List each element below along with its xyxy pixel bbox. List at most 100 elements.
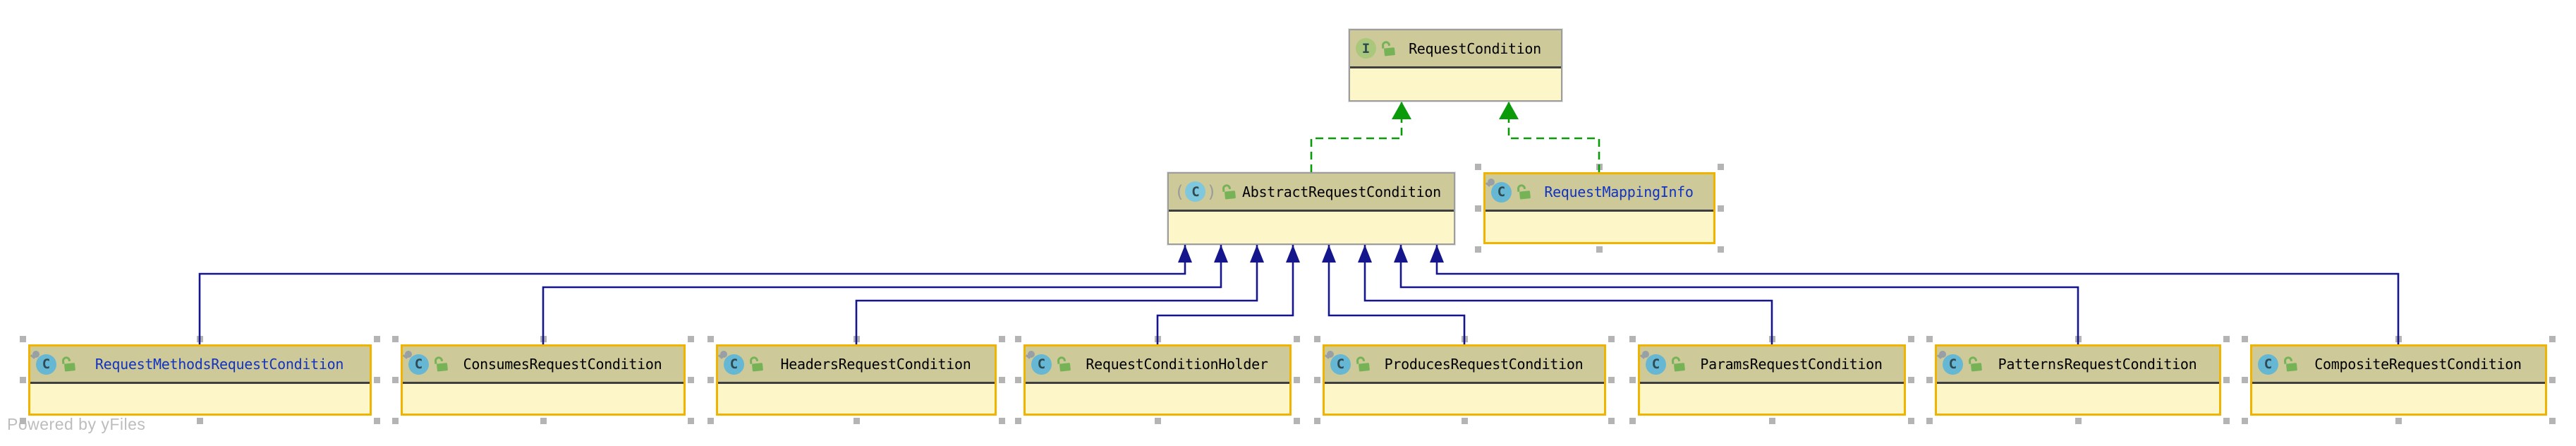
- selection-handle[interactable]: [374, 377, 380, 383]
- selection-handle[interactable]: [20, 336, 26, 342]
- unlock-icon: [1057, 356, 1071, 372]
- selection-handle[interactable]: [1294, 418, 1300, 424]
- unlock-icon: [62, 356, 75, 372]
- final-marker-icon: [1028, 350, 1035, 358]
- selection-handle[interactable]: [20, 377, 26, 383]
- final-marker-icon: [1327, 350, 1334, 358]
- selection-handle[interactable]: [2242, 377, 2248, 383]
- node-header: C ConsumesRequestCondition: [403, 346, 684, 384]
- selection-handle[interactable]: [392, 377, 399, 383]
- node-patterns-request-condition[interactable]: C PatternsRequestCondition: [1935, 344, 2221, 416]
- interface-icon: I: [1356, 38, 1376, 59]
- node-header: C PatternsRequestCondition: [1937, 346, 2219, 384]
- unlock-icon: [1382, 40, 1395, 56]
- class-name-label: PatternsRequestCondition: [1998, 356, 2197, 373]
- unlock-icon: [1222, 183, 1236, 199]
- selection-handle[interactable]: [1926, 418, 1933, 424]
- selection-handle[interactable]: [1475, 164, 1481, 170]
- selection-handle[interactable]: [1314, 336, 1320, 342]
- selection-handle[interactable]: [1461, 418, 1468, 424]
- selection-handle[interactable]: [1718, 205, 1724, 212]
- node-body: [718, 384, 995, 414]
- selection-handle[interactable]: [540, 418, 547, 424]
- selection-handle[interactable]: [1608, 418, 1615, 424]
- selection-handle[interactable]: [1718, 164, 1724, 170]
- selection-handle[interactable]: [20, 418, 26, 424]
- final-marker-icon: [405, 350, 412, 358]
- selection-handle[interactable]: [999, 418, 1005, 424]
- selection-handle[interactable]: [707, 418, 714, 424]
- class-name-label: CompositeRequestCondition: [2314, 356, 2522, 373]
- selection-handle[interactable]: [1015, 377, 1021, 383]
- selection-handle[interactable]: [374, 418, 380, 424]
- selection-handle[interactable]: [1154, 418, 1161, 424]
- class-icon: C: [1943, 354, 1963, 375]
- node-body: [1486, 212, 1713, 242]
- selection-handle[interactable]: [853, 418, 860, 424]
- selection-handle[interactable]: [1629, 418, 1636, 424]
- node-icons: C: [1174, 181, 1237, 202]
- node-header: C CompositeRequestCondition: [2252, 346, 2545, 384]
- selection-handle[interactable]: [1926, 377, 1933, 383]
- selection-handle[interactable]: [2074, 418, 2082, 424]
- selection-handle[interactable]: [2549, 377, 2556, 383]
- node-composite-request-condition[interactable]: C CompositeRequestCondition: [2250, 344, 2547, 416]
- selection-handle[interactable]: [1908, 418, 1914, 424]
- selection-handle[interactable]: [1314, 418, 1320, 424]
- final-marker-icon: [1939, 350, 1946, 358]
- unlock-icon: [1672, 356, 1685, 372]
- node-abstract-request-condition[interactable]: CAbstractRequestCondition: [1167, 172, 1455, 245]
- class-name-label: ConsumesRequestCondition: [463, 356, 662, 373]
- class-icon: C: [408, 354, 429, 375]
- node-consumes-request-condition[interactable]: C ConsumesRequestCondition: [401, 344, 686, 416]
- node-body: [1325, 384, 1604, 414]
- selection-handle[interactable]: [1629, 377, 1636, 383]
- selection-handle[interactable]: [2242, 418, 2248, 424]
- selection-handle[interactable]: [707, 377, 714, 383]
- selection-handle[interactable]: [2395, 418, 2402, 424]
- selection-handle[interactable]: [1314, 377, 1320, 383]
- class-icon: C: [1646, 354, 1666, 375]
- selection-handle[interactable]: [2549, 336, 2556, 342]
- class-name-label: ParamsRequestCondition: [1700, 356, 1883, 373]
- selection-handle[interactable]: [1608, 377, 1615, 383]
- selection-handle[interactable]: [2223, 418, 2230, 424]
- selection-handle[interactable]: [1015, 418, 1021, 424]
- unlock-icon: [435, 356, 448, 372]
- selection-handle[interactable]: [1294, 336, 1300, 342]
- selection-handle[interactable]: [392, 418, 399, 424]
- selection-handle[interactable]: [2549, 418, 2556, 424]
- node-icons: C: [1939, 350, 1983, 375]
- class-name-label: ProducesRequestCondition: [1384, 356, 1584, 373]
- node-body: [1350, 68, 1561, 100]
- node-header: CAbstractRequestCondition: [1169, 174, 1454, 212]
- selection-handle[interactable]: [688, 377, 694, 383]
- selection-handle[interactable]: [1768, 418, 1775, 424]
- node-params-request-condition[interactable]: C ParamsRequestCondition: [1638, 344, 1906, 416]
- selection-handle[interactable]: [1475, 205, 1481, 212]
- selection-handle[interactable]: [2223, 377, 2230, 383]
- selection-handle[interactable]: [1294, 377, 1300, 383]
- node-header: C ParamsRequestCondition: [1640, 346, 1904, 384]
- selection-handle[interactable]: [999, 377, 1005, 383]
- selection-handle[interactable]: [688, 418, 694, 424]
- final-marker-icon: [1488, 178, 1495, 186]
- node-icons: C: [2258, 354, 2298, 375]
- unlock-icon: [2284, 356, 2297, 372]
- selection-handle[interactable]: [197, 418, 203, 424]
- selection-handle[interactable]: [1908, 377, 1914, 383]
- node-body: [1640, 384, 1904, 414]
- node-icons: C: [1642, 350, 1686, 375]
